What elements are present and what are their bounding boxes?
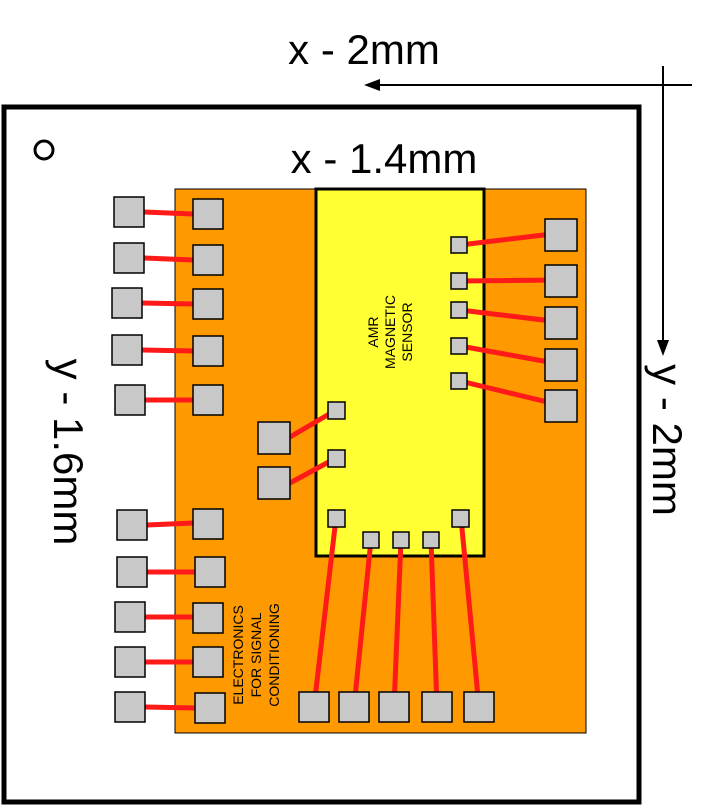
- bond-wire: [141, 209, 196, 217]
- package-pad: [544, 348, 578, 382]
- sensor-pad: [450, 372, 468, 390]
- package-pad: [544, 218, 578, 252]
- substrate-pad: [298, 691, 330, 723]
- substrate-pad: [257, 466, 291, 500]
- bond-wire: [311, 515, 339, 710]
- bond-wire: [141, 255, 196, 263]
- substrate-pad: [192, 198, 224, 230]
- package-pad: [113, 196, 145, 228]
- sensor-pad: [362, 531, 380, 549]
- substrate-pad: [192, 288, 224, 320]
- sensor-label-line2: MAGNETIC: [382, 295, 398, 369]
- sensor-pad: [450, 236, 468, 254]
- bond-wire: [351, 537, 374, 710]
- outer-x-label: x - 2mm: [288, 26, 440, 73]
- y-arrow-head: [657, 340, 669, 356]
- substrate-pad: [378, 691, 410, 723]
- sensor-pad: [450, 272, 468, 290]
- package-pad: [113, 242, 145, 274]
- bond-wire: [139, 347, 196, 354]
- bond-wire: [457, 307, 563, 325]
- sensor-pad: [327, 449, 346, 468]
- substrate-pad: [463, 691, 495, 723]
- sensor-pad: [327, 509, 346, 528]
- bond-wire: [142, 704, 198, 711]
- electronics-label-line3: CONDITIONING: [266, 603, 282, 706]
- substrate-pad: [192, 335, 224, 367]
- package-pad: [544, 306, 578, 340]
- inner-x-label: x - 1.4mm: [291, 135, 478, 182]
- bond-wire: [428, 537, 440, 710]
- package-pad: [116, 556, 148, 588]
- inner-y-label: y - 1.6mm: [45, 359, 92, 546]
- substrate-pad: [338, 691, 370, 723]
- package-pad: [111, 287, 143, 319]
- bond-wire: [139, 300, 196, 307]
- electronics-label-line1: ELECTRONICS: [230, 605, 246, 705]
- substrate-pad: [192, 646, 224, 678]
- package-pad: [111, 334, 143, 366]
- substrate-pad: [257, 421, 291, 455]
- sensor-pad: [327, 401, 346, 420]
- package-pad: [114, 691, 146, 723]
- sensor-pad: [450, 337, 468, 355]
- package-pad: [544, 389, 578, 423]
- substrate-pad: [192, 602, 224, 634]
- sensor-pad: [451, 509, 470, 528]
- outer-y-label: y - 2mm: [644, 364, 691, 516]
- substrate-pad: [194, 692, 226, 724]
- sensor-label-line3: SENSOR: [399, 302, 415, 361]
- bond-wire: [457, 277, 563, 284]
- substrate-pad: [421, 691, 453, 723]
- sensor-pad: [422, 531, 440, 549]
- arrow-heads: [364, 79, 669, 356]
- pads: [111, 196, 578, 724]
- bond-wire: [144, 520, 196, 528]
- substrate-pad: [192, 244, 224, 276]
- substrate-pad: [192, 508, 224, 540]
- sensor-pad: [392, 531, 410, 549]
- bond-wire: [457, 230, 563, 248]
- bond-wire: [391, 537, 404, 710]
- electronics-label: ELECTRONICS FOR SIGNAL CONDITIONING: [230, 603, 282, 706]
- package-pad: [116, 509, 148, 541]
- package-pad: [114, 601, 146, 633]
- package-pad: [114, 384, 146, 416]
- package-pad: [544, 264, 578, 298]
- package-pad: [114, 646, 146, 678]
- x-arrow-head: [364, 79, 380, 91]
- sensor-label-line1: AMR: [365, 316, 381, 347]
- sensor-pad: [450, 301, 468, 319]
- bond-wire: [457, 378, 563, 408]
- substrate-pad: [192, 384, 224, 416]
- electronics-label-line2: FOR SIGNAL: [248, 612, 264, 697]
- bond-wire: [457, 343, 563, 367]
- pin1-marker: [33, 139, 55, 161]
- bond-wire: [458, 515, 482, 710]
- sensor-label: AMR MAGNETIC SENSOR: [365, 295, 415, 369]
- substrate-pad: [194, 556, 226, 588]
- dimension-arrows: [372, 66, 692, 348]
